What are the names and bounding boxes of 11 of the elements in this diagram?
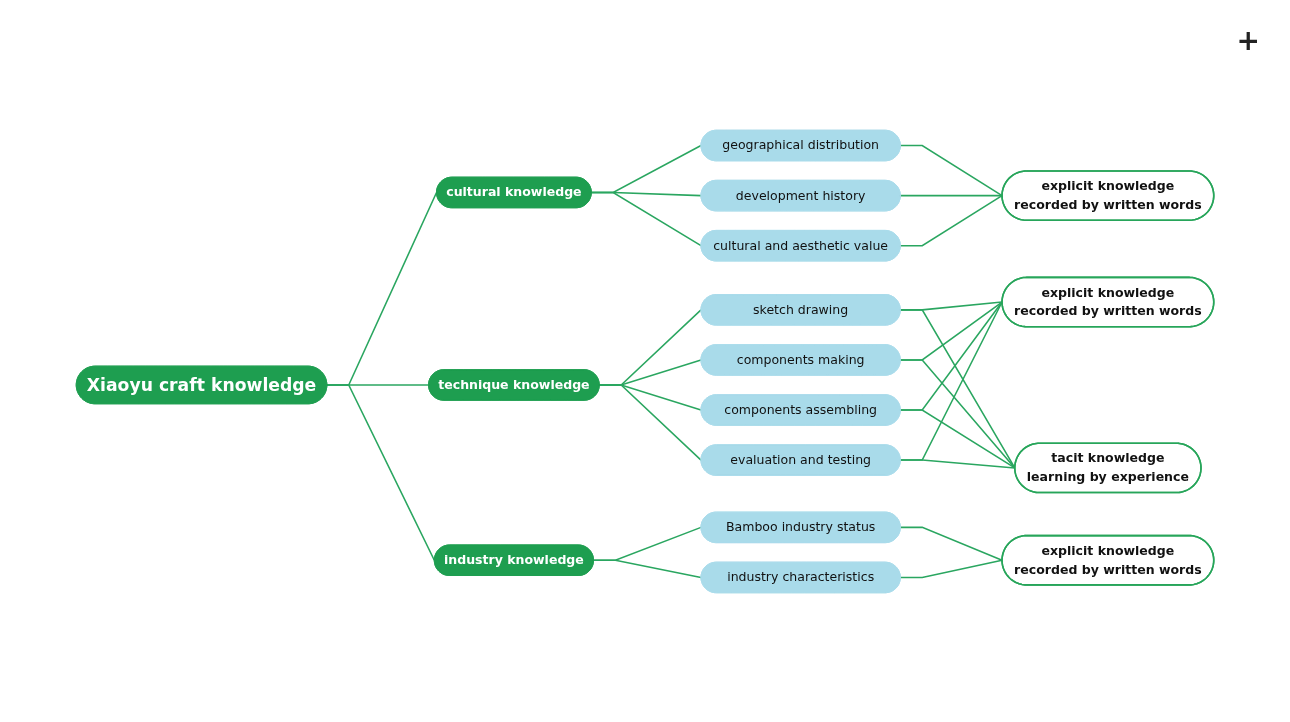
connector bbox=[598, 383, 702, 461]
connector bbox=[899, 144, 1003, 196]
plus-sign-label: + bbox=[1236, 24, 1260, 57]
connector bbox=[899, 308, 1016, 469]
connector bbox=[326, 383, 436, 561]
connector bbox=[590, 191, 702, 246]
connector bbox=[899, 194, 1003, 196]
connector bbox=[899, 526, 1003, 561]
connector bbox=[592, 558, 702, 578]
connector bbox=[899, 194, 1003, 246]
connector bbox=[899, 558, 1003, 578]
